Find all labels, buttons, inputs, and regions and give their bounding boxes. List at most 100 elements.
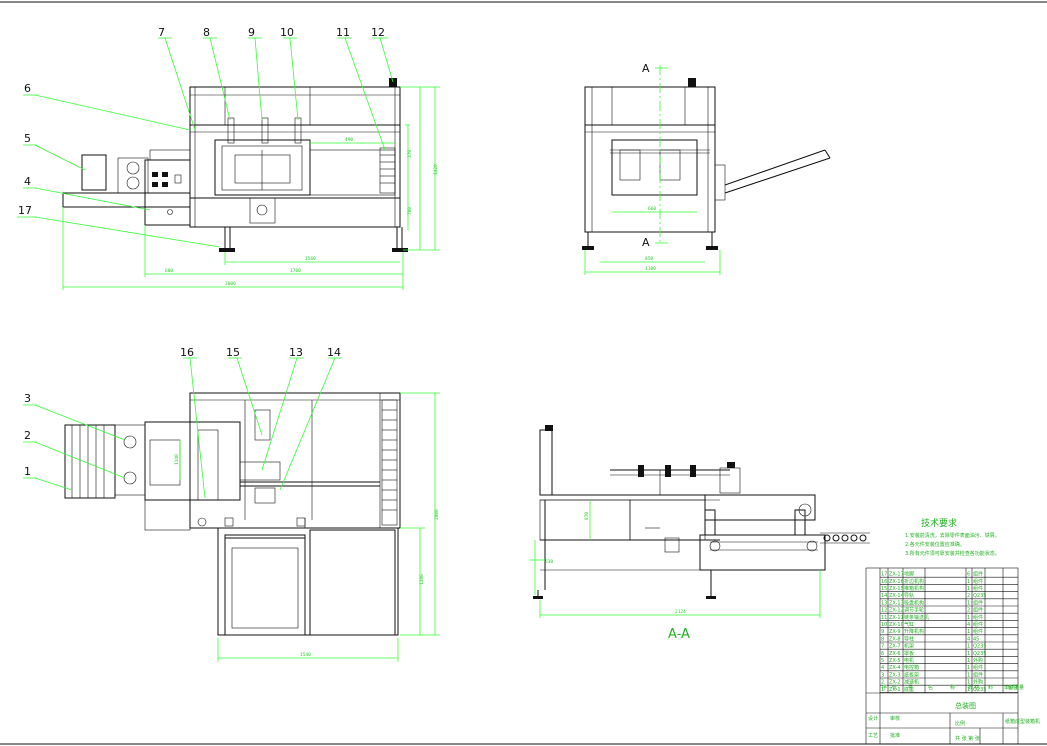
parts-cell-code: ZX-9 (889, 629, 901, 635)
parts-cell-name: 吸盘机构 (904, 599, 924, 606)
parts-cell-qty: 2 (967, 593, 970, 599)
parts-cell-name: 罩板 (904, 650, 914, 657)
dim-section-530: 530 (545, 559, 553, 565)
parts-cell-qty: 1 (967, 687, 970, 693)
callout-7: 7 (158, 26, 165, 39)
parts-cell-code: ZX-12 (889, 608, 904, 614)
front-view: 3000 1700 1560 600 490 1420 370 780 (62, 78, 440, 290)
parts-cell-no: 1 (881, 687, 884, 693)
dim-plan-2800: 2800 (434, 509, 440, 520)
dim-front-490: 490 (345, 137, 353, 143)
parts-cell-code: ZX-16 (889, 579, 904, 585)
header-cell: 名 (928, 684, 933, 691)
header-cell: 代 (892, 684, 897, 691)
parts-cell-qty: 1 (967, 644, 970, 650)
dim-front-1560: 1560 (305, 256, 316, 262)
tech-item-3: 3.所有元件须可靠安装并检查各功能状态。 (905, 550, 1000, 557)
dim-front-1700: 1700 (290, 268, 301, 274)
parts-cell-mat: 外购 (973, 679, 983, 686)
section-title: A-A (668, 627, 690, 642)
row-review: 审核 (890, 715, 900, 722)
dim-front-780: 780 (407, 207, 413, 215)
parts-cell-name: 链条输送机 (904, 614, 929, 621)
parts-cell-no: 14 (881, 593, 887, 599)
header-cell: 料 (988, 684, 993, 691)
header-cell: 材 (974, 684, 979, 691)
parts-cell-code: ZX-6 (889, 651, 901, 657)
drawing-name: 总装图 (955, 701, 976, 710)
parts-cell-name: 调节手轮 (904, 607, 924, 614)
parts-cell-mat: Q235 (973, 687, 986, 693)
parts-cell-code: ZX-2 (889, 680, 901, 686)
header-cell: 号 (908, 685, 913, 691)
parts-cell-no: 11 (881, 615, 887, 621)
tech-item-2: 2.各元件安装位置应准确。 (905, 541, 965, 548)
parts-cell-no: 9 (881, 629, 884, 635)
front-frame (189, 86, 401, 228)
parts-cell-qty: 1 (967, 586, 970, 592)
callout-8: 8 (203, 26, 210, 39)
parts-cell-code: ZX-14 (889, 593, 904, 599)
parts-cell-name: 推箱机构 (904, 585, 924, 592)
dim-plan-1540: 1540 (300, 652, 311, 658)
dim-front-600: 600 (165, 268, 173, 274)
callout-16: 16 (180, 346, 194, 359)
parts-cell-code: ZX-5 (889, 658, 901, 664)
dim-front-370: 370 (407, 150, 413, 158)
parts-cell-name: 气缸 (904, 621, 914, 628)
callout-5: 5 (24, 132, 31, 145)
callout-12: 12 (371, 26, 385, 39)
parts-cell-qty: 4 (967, 622, 970, 628)
callout-13: 13 (289, 346, 303, 359)
dim-front-1420: 1420 (433, 164, 439, 175)
parts-cell-no: 7 (881, 644, 884, 650)
parts-cell-mat: 组件 (973, 628, 983, 635)
parts-cell-code: ZX-7 (889, 644, 901, 650)
parts-cell-mat: 45 (973, 636, 979, 642)
parts-cell-qty: 1 (967, 680, 970, 686)
parts-cell-mat: 组件 (973, 671, 983, 678)
parts-cell-name: 电机 (904, 657, 914, 664)
parts-cell-no: 12 (881, 608, 887, 614)
callout-3: 3 (24, 392, 31, 405)
callout-14: 14 (327, 346, 341, 359)
parts-cell-code: ZX-8 (889, 636, 901, 642)
parts-cell-mat: Q235 (973, 644, 986, 650)
row-approve: 批准 (890, 732, 900, 739)
motor (81, 154, 107, 191)
parts-cell-no: 3 (881, 672, 884, 678)
parts-cell-mat: 组件 (973, 664, 983, 671)
row-process: 工艺 (868, 733, 878, 739)
tech-requirements: 技术要求 1.安装前清洗，去除零件表面油污、铁屑。 2.各元件安装位置应准确。 … (905, 517, 1000, 557)
parts-cell-code: ZX-11 (889, 615, 904, 621)
plan-callouts: 16 15 13 14 3 2 1 (23, 346, 342, 499)
parts-cell-code: ZX-4 (889, 665, 901, 671)
parts-cell-mat: 外购 (973, 657, 983, 664)
callout-9: 9 (248, 26, 255, 39)
parts-cell-qty: 1 (967, 579, 970, 585)
parts-cell-qty: 1 (967, 651, 970, 657)
dim-side-660: 660 (648, 206, 656, 212)
parts-cell-name: 底座 (904, 686, 914, 693)
callout-11: 11 (336, 26, 350, 39)
parts-cell-no: 10 (881, 622, 887, 628)
parts-cell-code: ZX-10 (889, 622, 904, 628)
parts-cell-qty: 1 (967, 600, 970, 606)
parts-cell-no: 8 (881, 636, 884, 642)
section-mark-bottom: A (642, 236, 650, 249)
machine-name: 纸箱成型装箱机 (1005, 718, 1040, 725)
parts-cell-code: ZX-1 (889, 687, 901, 693)
row-design: 设计 (868, 715, 878, 722)
parts-cell-mat: 组件 (973, 578, 983, 585)
callout-1: 1 (24, 465, 31, 478)
parts-cell-mat: 组件 (973, 599, 983, 606)
parts-cell-no: 5 (881, 658, 884, 664)
parts-cell-no: 15 (881, 586, 887, 592)
dim-side-850: 850 (645, 256, 653, 262)
tech-item-1: 1.安装前清洗，去除零件表面油污、铁屑。 (905, 532, 1000, 539)
parts-cell-code: ZX-3 (889, 672, 901, 678)
plan-view: 1540 2800 1380 1140 (64, 392, 440, 662)
header-cell: 序 (882, 684, 887, 691)
